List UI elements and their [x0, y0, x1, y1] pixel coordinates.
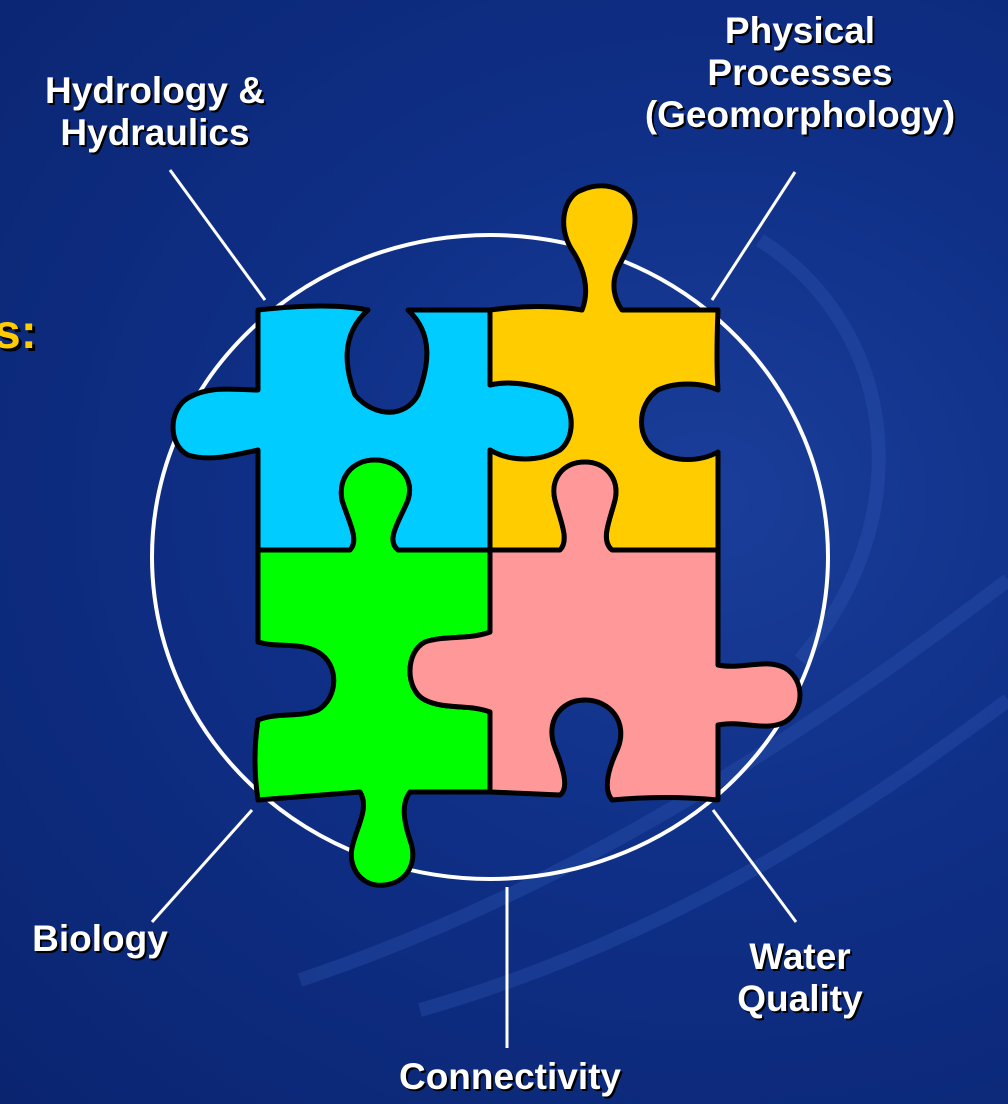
label-physical-line1: Physical [724, 10, 876, 51]
label-physical-line3: (Geomorphology) [644, 94, 956, 135]
puzzle-piece-physical [487, 183, 721, 553]
label-physical-line2: Processes [707, 52, 893, 93]
connector-lines [150, 169, 798, 1048]
connector-physical [710, 171, 797, 301]
label-connectivity: Connectivity [310, 1056, 710, 1098]
label-hydrology: Hydrology & Hydraulics [5, 70, 305, 154]
label-biology: Biology [0, 918, 200, 960]
label-water-line1: Water [749, 936, 851, 977]
label-connectivity-line1: Connectivity [398, 1056, 622, 1097]
partial-heading: s: [0, 306, 37, 359]
puzzle-pieces [170, 183, 803, 888]
label-water-line2: Quality [737, 978, 863, 1019]
label-biology-line1: Biology [32, 918, 168, 959]
connector-biology [150, 809, 254, 923]
puzzle-piece-water [407, 459, 803, 803]
label-hydrology-line2: Hydraulics [60, 112, 250, 153]
label-water-quality: Water Quality [700, 936, 900, 1020]
puzzle-piece-biology [252, 457, 493, 888]
label-hydrology-line1: Hydrology & [45, 70, 265, 111]
connector-water [711, 809, 798, 923]
enclosing-circle [150, 233, 830, 881]
label-physical: Physical Processes (Geomorphology) [596, 10, 1004, 136]
connector-hydrology [168, 169, 267, 301]
